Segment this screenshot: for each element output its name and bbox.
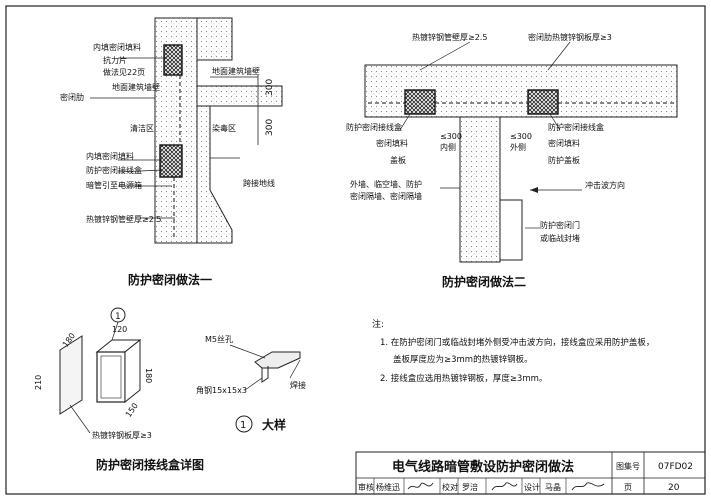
fig1-ground-wall-label: 地面建筑墙壁 bbox=[212, 66, 260, 76]
fig2-title: 防护密闭做法二 bbox=[442, 274, 526, 289]
fig2-box-left bbox=[404, 89, 436, 115]
detail-circle-num: 1 bbox=[240, 420, 246, 431]
fig1-dim-300a: 300 bbox=[265, 79, 275, 96]
atlas-label: 图集号 bbox=[616, 461, 640, 471]
fig3-dim-150: 150 bbox=[124, 401, 140, 419]
detail-figure: M5丝孔 角钢15x15x3 焊接 1 大样 bbox=[196, 334, 306, 433]
notes: 注: 1. 在防护密闭门或临战封堵外侧受冲击波方向，接线盒应采用防护盖板， 盖板… bbox=[372, 318, 654, 384]
fig2-outer-side: 外侧 bbox=[510, 142, 526, 152]
fig1-conduit-label: 暗管引至电源箱 bbox=[86, 180, 142, 190]
checker-name: 罗涪 bbox=[462, 482, 478, 492]
fig1-wall-top bbox=[196, 17, 233, 61]
figure-2: 热镀锌钢管壁厚≥2.5 密闭肋热镀锌钢板厚≥3 防护密闭接线盒 密闭填料 盖板 … bbox=[346, 32, 678, 289]
fig2-fill-left-label: 密闭填料 bbox=[376, 138, 408, 148]
detail-weld-label: 焊接 bbox=[290, 380, 306, 390]
checker-signature bbox=[491, 482, 518, 491]
designer-name: 马晶 bbox=[545, 483, 561, 492]
fig1-box-lower bbox=[159, 144, 183, 178]
fig1-jumper-label: 跨接地线 bbox=[243, 178, 275, 188]
detail-m5-label: M5丝孔 bbox=[205, 334, 233, 344]
fig2-box-right bbox=[527, 89, 559, 115]
page-number: 20 bbox=[668, 483, 680, 493]
main-title: 电气线路暗管敷设防护密闭做法 bbox=[392, 459, 574, 475]
fig2-lt300-inner: ≤300 bbox=[440, 132, 462, 141]
fig3-plate-label: 热镀锌钢板厚≥3 bbox=[92, 430, 152, 440]
title-block: 电气线路暗管敷设防护密闭做法 图集号 07FD02 审核 杨维迅 校对 罗涪 设… bbox=[355, 451, 706, 495]
fig1-sealing-rib-label: 密闭肋 bbox=[60, 92, 84, 102]
fig2-door-label: 防护密闭门 bbox=[540, 220, 580, 230]
fig1-slab bbox=[196, 85, 283, 107]
figure-3: 1 120 180 210 180 150 热镀锌钢板厚≥3 防护密闭接线盒详图 bbox=[34, 307, 204, 472]
fig2-lt300-outer: ≤300 bbox=[510, 132, 532, 141]
fig1-clean-zone-label: 清洁区 bbox=[130, 123, 154, 133]
note-1b: 盖板厚度应为≥3mm的热镀锌钢板。 bbox=[393, 354, 533, 365]
fig1-practice-ref-label: 做法见22页 bbox=[103, 67, 145, 77]
fig2-fill-right-label: 密闭填料 bbox=[548, 138, 580, 148]
fig1-steel-pipe-label: 热镀锌钢管壁厚≥2.5 bbox=[86, 214, 161, 224]
fig1-resist-plate-label: 抗力片 bbox=[103, 55, 127, 65]
reviewer-signature bbox=[407, 482, 434, 490]
figure-1: 内填密闭填料 抗力片 做法见22页 密闭肋 地面建筑墙壁 地面建筑墙壁 清洁区 … bbox=[60, 17, 283, 287]
fig3-title: 防护密闭接线盒详图 bbox=[96, 457, 204, 472]
fig2-wall-types-label2: 密闭隔墙、密闭隔墙 bbox=[350, 191, 422, 201]
fig1-inner-fill-label: 内填密闭填料 bbox=[93, 42, 141, 52]
fig2-protect-box-left-label: 防护密闭接线盒 bbox=[346, 122, 402, 132]
fig2-wall-types-label: 外墙、临空墙、防护 bbox=[350, 179, 422, 189]
note-1a: 1. 在防护密闭门或临战封堵外侧受冲击波方向，接线盒应采用防护盖板， bbox=[380, 337, 654, 348]
fig2-blast-dir-label: 冲击波方向 bbox=[585, 180, 625, 190]
fig3-dim-180b: 180 bbox=[144, 368, 153, 383]
fig2-protect-cover-label: 防护盖板 bbox=[548, 155, 580, 165]
fig1-wall-lower bbox=[196, 105, 233, 244]
fig1-protect-box-label: 防护密闭接线盒 bbox=[86, 165, 142, 175]
reviewer-name: 杨维迅 bbox=[376, 482, 400, 492]
fig2-door bbox=[499, 199, 523, 261]
fig2-cover-label: 盖板 bbox=[390, 155, 406, 165]
notes-head: 注: bbox=[372, 318, 384, 330]
fig1-inner-fill2-label: 内填密闭填料 bbox=[86, 151, 134, 161]
fig2-sealing-rib-label: 密闭肋热镀锌钢板厚≥3 bbox=[528, 32, 612, 42]
fig1-box-upper bbox=[163, 44, 183, 76]
fig1-contam-zone-label: 染毒区 bbox=[212, 123, 236, 133]
design-label: 设计 bbox=[524, 482, 540, 492]
fig3-circle-num: 1 bbox=[115, 312, 121, 322]
fig3-dim-120: 120 bbox=[112, 325, 127, 334]
designer-signature bbox=[571, 482, 605, 491]
note-2: 2. 接线盒应选用热镀锌钢板，厚度≥3mm。 bbox=[380, 373, 547, 384]
fig2-protect-box-right-label: 防护密闭接线盒 bbox=[548, 122, 604, 132]
fig2-steel-pipe-label: 热镀锌钢管壁厚≥2.5 bbox=[412, 32, 487, 42]
fig2-or-block-label: 或临战封堵 bbox=[540, 233, 580, 243]
detail-angle-label: 角钢15x15x3 bbox=[196, 385, 247, 395]
page-label: 页 bbox=[624, 483, 632, 492]
fig2-inner-side: 内侧 bbox=[440, 142, 456, 152]
fig2-wall bbox=[459, 116, 501, 263]
fig1-ground-wall-label2: 地面建筑墙壁 bbox=[112, 82, 160, 92]
check-label: 校对 bbox=[442, 482, 458, 492]
fig1-title: 防护密闭做法一 bbox=[128, 272, 212, 287]
detail-title: 大样 bbox=[262, 417, 286, 432]
fig3-dim-210: 210 bbox=[34, 375, 43, 390]
atlas-number: 07FD02 bbox=[658, 462, 693, 472]
review-label: 审核 bbox=[358, 482, 374, 492]
fig1-dim-300b: 300 bbox=[265, 119, 275, 136]
